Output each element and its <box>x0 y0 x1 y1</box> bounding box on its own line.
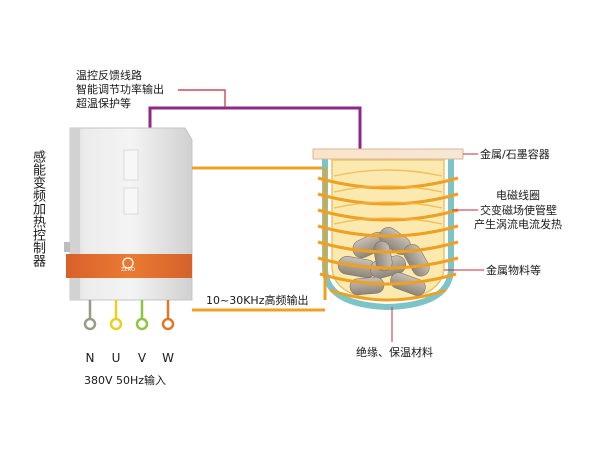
label-container: 金属/石墨容器 <box>480 148 550 161</box>
terminal-v-label: V <box>137 351 147 365</box>
feedback-signal-wire <box>148 106 362 152</box>
terminal-n-label: N <box>85 351 95 365</box>
label-coil-desc-2: 产生涡流电流发热 <box>474 218 562 231</box>
callout-line-1: 温控反馈线路 <box>76 69 142 82</box>
terminal-w-label: W <box>162 351 174 365</box>
induction-coil <box>317 168 459 302</box>
controller-vertical-label: 感能变频加热控制器 <box>30 150 45 267</box>
controller-logo-icon <box>122 257 134 269</box>
label-material: 金属物料等 <box>486 264 541 277</box>
label-coil-desc-1: 交变磁场使管壁 <box>480 204 557 217</box>
label-power-input: 380V 50Hz输入 <box>84 374 167 387</box>
callout-leader-line <box>178 89 226 108</box>
callout-line-2: 智能调节功率输出 <box>76 83 164 96</box>
controller-logo-text: ZERO <box>121 267 135 273</box>
terminal-u-label: U <box>111 351 121 365</box>
power-terminals <box>83 300 175 331</box>
label-coil-title: 电磁线圈 <box>496 189 540 202</box>
callout-line-3: 超温保护等 <box>76 97 131 110</box>
label-insulation: 绝缘、保温材料 <box>356 346 433 359</box>
label-hf-output: 10~30KHz高频输出 <box>206 294 309 307</box>
crucible-rim <box>312 148 464 160</box>
controller-unit <box>64 127 193 301</box>
